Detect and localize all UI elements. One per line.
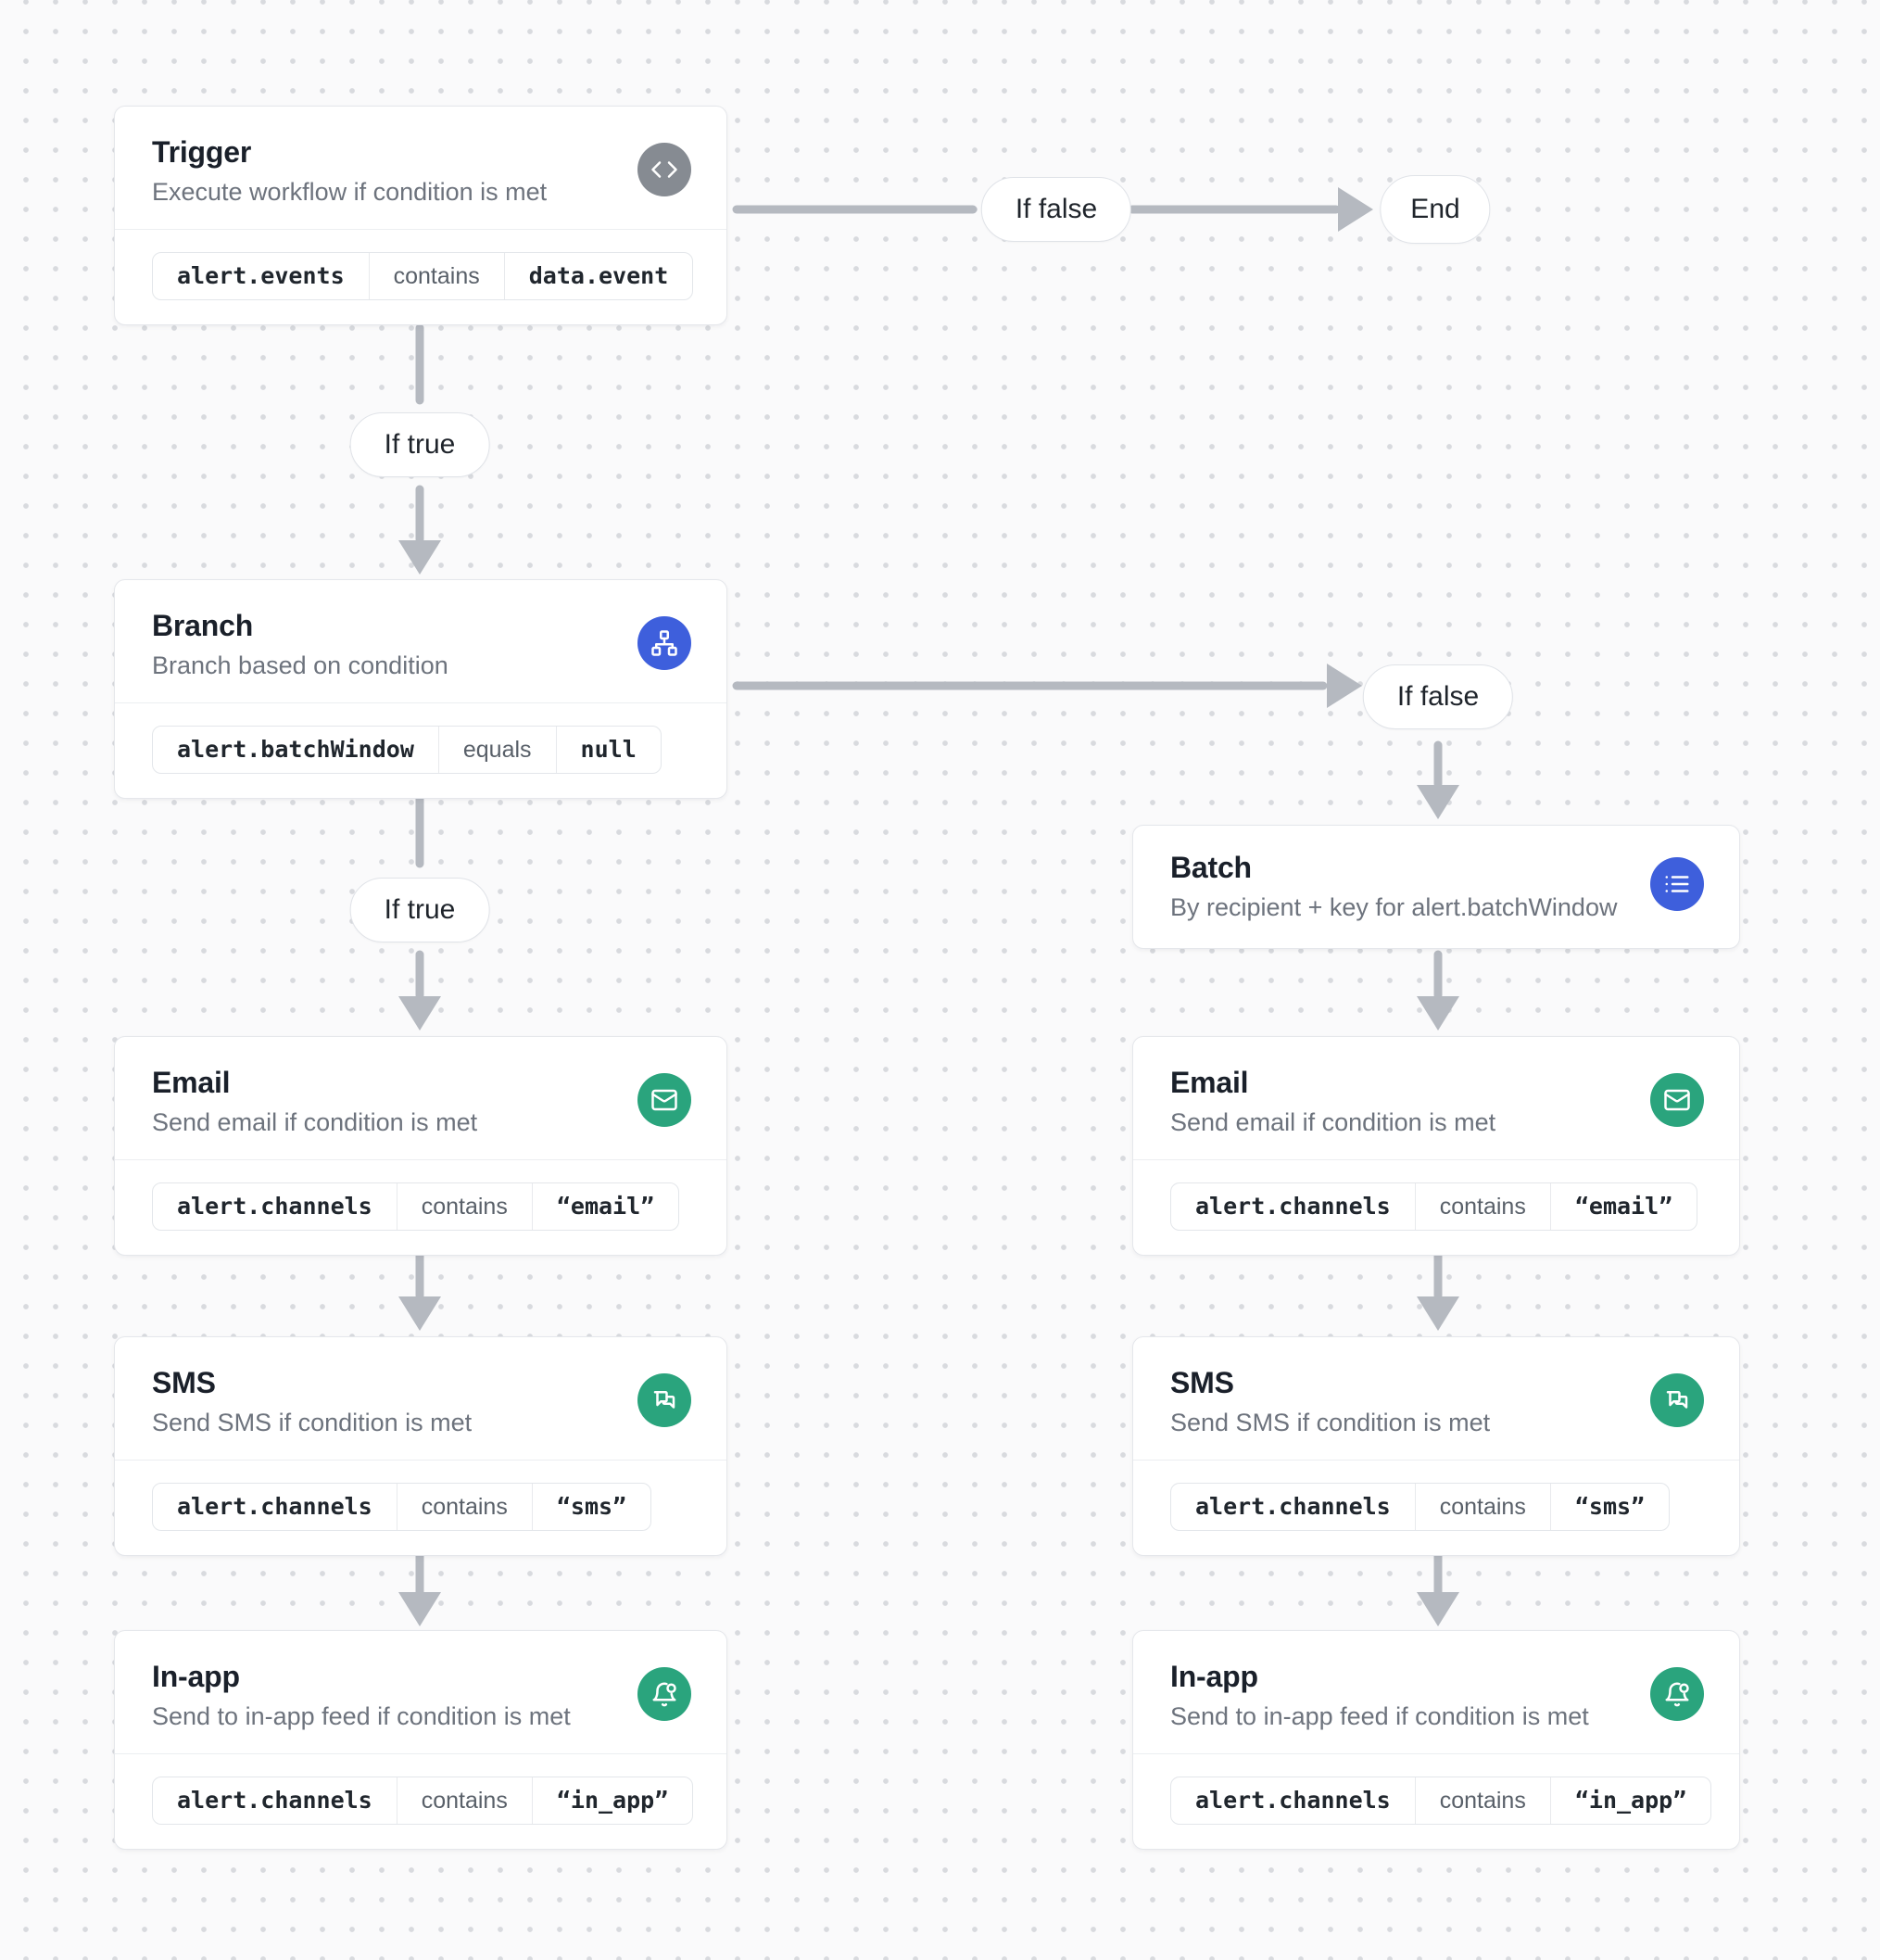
condition-pill[interactable]: alert.channels contains “in_app” [152, 1777, 694, 1825]
node-subtitle: Send email if condition is met [1170, 1108, 1496, 1136]
node-subtitle: Execute workflow if condition is met [152, 178, 548, 206]
chat-bubbles-icon [637, 1373, 691, 1427]
bell-dot-icon [637, 1667, 691, 1721]
condition-value: “email” [531, 1183, 678, 1230]
node-batch[interactable]: Batch By recipient + key for alert.batch… [1132, 825, 1740, 949]
bell-dot-icon [1650, 1667, 1704, 1721]
mail-icon [637, 1073, 691, 1127]
condition-field: alert.channels [1195, 1193, 1391, 1220]
chat-bubbles-icon [1650, 1373, 1704, 1427]
edge-label-if-false-top: If false [980, 177, 1132, 242]
condition-operator: contains [396, 1777, 532, 1824]
condition-value: data.event [503, 253, 693, 299]
node-title: In-app [152, 1660, 240, 1693]
node-email-left[interactable]: Email Send email if condition is met ale… [114, 1036, 727, 1256]
node-title: Branch [152, 609, 254, 642]
node-branch[interactable]: Branch Branch based on condition alert.b… [114, 579, 727, 799]
node-title: Email [1170, 1066, 1249, 1099]
condition-value: “in_app” [1549, 1777, 1710, 1824]
condition-pill[interactable]: alert.channels contains “sms” [152, 1483, 652, 1531]
node-subtitle: Branch based on condition [152, 651, 448, 679]
node-subtitle: By recipient + key for alert.batchWindow [1170, 893, 1618, 921]
node-subtitle: Send email if condition is met [152, 1108, 478, 1136]
condition-pill[interactable]: alert.channels contains “email” [1170, 1182, 1698, 1231]
condition-value: null [555, 727, 661, 773]
condition-operator: contains [1414, 1183, 1550, 1230]
node-subtitle: Send to in-app feed if condition is met [152, 1702, 571, 1730]
list-icon [1650, 857, 1704, 911]
condition-operator: contains [396, 1484, 532, 1530]
node-subtitle: Send SMS if condition is met [1170, 1409, 1491, 1436]
node-title: SMS [1170, 1366, 1234, 1399]
condition-field: alert.events [177, 262, 345, 289]
condition-field: alert.channels [177, 1787, 372, 1814]
node-email-right[interactable]: Email Send email if condition is met ale… [1132, 1036, 1740, 1256]
condition-value: “in_app” [531, 1777, 692, 1824]
node-end[interactable]: End [1380, 175, 1491, 244]
node-inapp-left[interactable]: In-app Send to in-app feed if condition … [114, 1630, 727, 1850]
node-subtitle: Send to in-app feed if condition is met [1170, 1702, 1589, 1730]
edge-label-if-true-1: If true [349, 412, 490, 477]
condition-value: “sms” [1549, 1484, 1669, 1530]
condition-value: “sms” [531, 1484, 650, 1530]
node-sms-left[interactable]: SMS Send SMS if condition is met alert.c… [114, 1336, 727, 1556]
condition-field: alert.channels [177, 1193, 372, 1220]
condition-pill[interactable]: alert.channels contains “in_app” [1170, 1777, 1712, 1825]
edge-label-if-false-right: If false [1362, 664, 1514, 729]
edge-label-if-true-2: If true [349, 878, 490, 942]
node-inapp-right[interactable]: In-app Send to in-app feed if condition … [1132, 1630, 1740, 1850]
condition-pill[interactable]: alert.batchWindow equals null [152, 726, 662, 774]
node-trigger[interactable]: Trigger Execute workflow if condition is… [114, 106, 727, 325]
node-title: Trigger [152, 135, 252, 169]
mail-icon [1650, 1073, 1704, 1127]
condition-pill[interactable]: alert.channels contains “sms” [1170, 1483, 1671, 1531]
condition-field: alert.batchWindow [177, 736, 414, 763]
condition-operator: contains [1414, 1484, 1550, 1530]
condition-field: alert.channels [1195, 1787, 1391, 1814]
condition-field: alert.channels [1195, 1493, 1391, 1520]
condition-operator: contains [396, 1183, 532, 1230]
condition-value: “email” [1549, 1183, 1697, 1230]
condition-operator: contains [368, 253, 504, 299]
code-icon [637, 143, 691, 196]
node-subtitle: Send SMS if condition is met [152, 1409, 473, 1436]
node-title: In-app [1170, 1660, 1258, 1693]
condition-operator: equals [437, 727, 556, 773]
node-title: Batch [1170, 851, 1252, 884]
condition-operator: contains [1414, 1777, 1550, 1824]
node-title: SMS [152, 1366, 216, 1399]
condition-field: alert.channels [177, 1493, 372, 1520]
condition-pill[interactable]: alert.events contains data.event [152, 252, 694, 300]
condition-pill[interactable]: alert.channels contains “email” [152, 1182, 680, 1231]
node-title: Email [152, 1066, 231, 1099]
sitemap-icon [637, 616, 691, 670]
node-sms-right[interactable]: SMS Send SMS if condition is met alert.c… [1132, 1336, 1740, 1556]
